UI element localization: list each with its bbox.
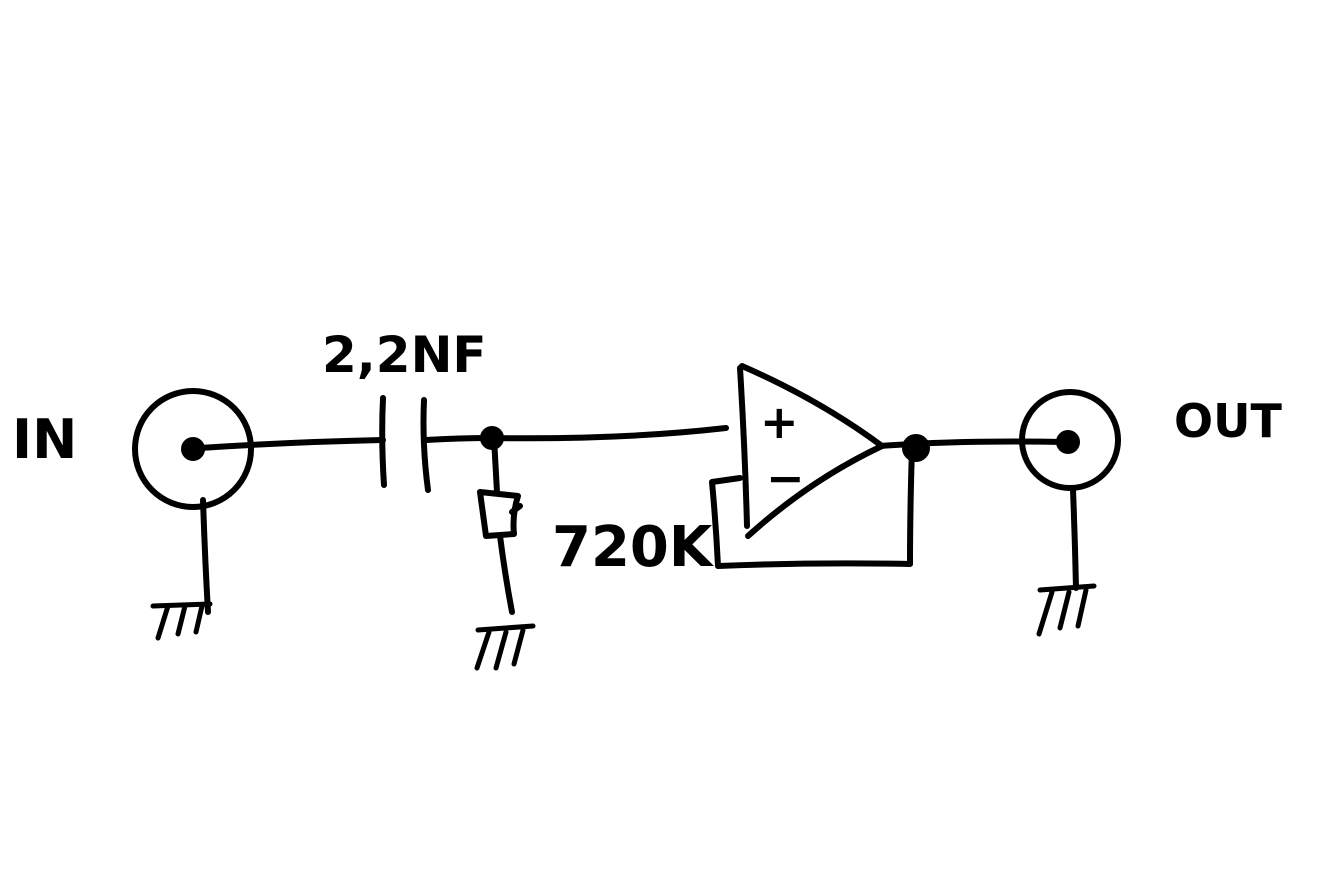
resistor-body <box>477 489 521 539</box>
junction-node-output <box>902 434 930 462</box>
op-amp-input-edge <box>737 365 750 529</box>
feedback-loop <box>709 445 915 569</box>
wire-node-to-opamp-plus <box>489 425 729 442</box>
op-amp-top-edge <box>739 363 885 449</box>
wire-resistor-to-ground <box>497 533 515 615</box>
output-connector-ring <box>1019 389 1121 491</box>
capacitor-plate-left <box>379 395 387 488</box>
output-ground-lead <box>1070 487 1079 591</box>
output-connector-pin <box>1056 430 1080 454</box>
output-connector <box>1019 389 1121 491</box>
input-label: IN <box>12 408 77 471</box>
capacitor-2-2nf <box>379 395 431 493</box>
output-ground-symbol <box>1036 583 1097 637</box>
wire-in-to-capacitor <box>197 437 386 451</box>
op-amp-bottom-edge <box>745 443 885 539</box>
wire-node-to-resistor <box>491 435 500 495</box>
op-amp <box>737 363 885 539</box>
wire-opamp-to-output <box>877 438 1068 449</box>
resistor-ground-symbol <box>474 623 536 671</box>
capacitor-label: 2,2NF <box>322 326 487 384</box>
resistor-label: 720K <box>552 515 715 580</box>
op-amp-plus-label: + <box>760 395 799 449</box>
op-amp-minus-label: − <box>766 451 805 505</box>
capacitor-plate-right <box>420 397 431 493</box>
input-connector-ring <box>132 388 254 510</box>
output-label: OUT <box>1174 394 1282 448</box>
input-ground-lead <box>200 497 211 615</box>
input-ground-symbol <box>150 601 213 641</box>
resistor-720k <box>477 489 523 539</box>
input-connector <box>132 388 254 510</box>
